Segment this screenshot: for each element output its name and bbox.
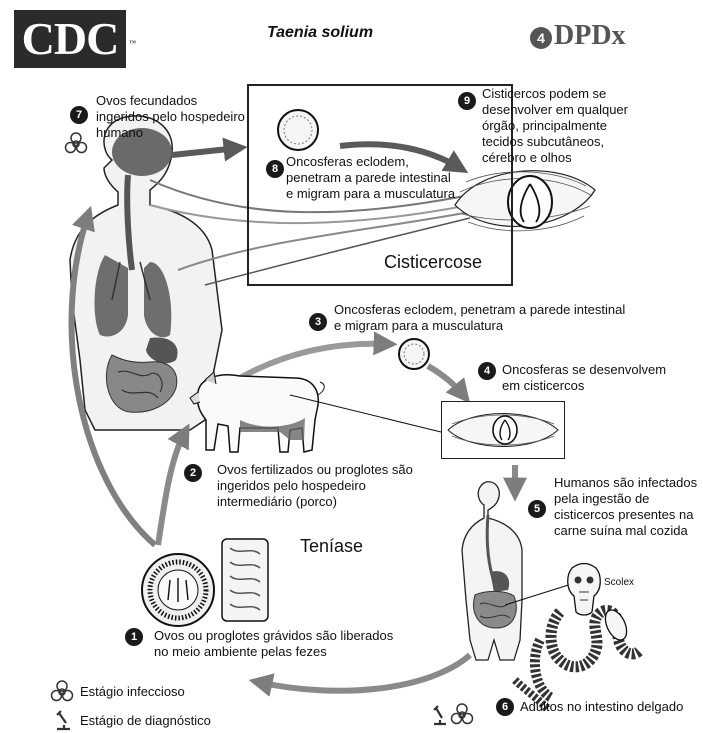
- step-4-badge: 4: [478, 362, 496, 380]
- step-7-badge: 7: [70, 106, 88, 124]
- pig-figure: [190, 372, 441, 452]
- step-5-label: Humanos são infectados pela ingestão de …: [554, 475, 700, 539]
- microscope-icon-step6: [434, 706, 446, 724]
- cysticercus-muscle-small: [442, 402, 564, 458]
- arrow-step7-to-box: [172, 148, 238, 155]
- step-9-label: Cisticercos podem se desenvolver em qual…: [482, 86, 642, 166]
- legend-microscope-icon: [57, 711, 70, 729]
- human-figure-upper: [70, 116, 222, 430]
- step-4-label: Oncosferas se desenvolvem em cisticercos: [502, 362, 682, 394]
- step-8-badge: 8: [266, 160, 284, 178]
- teniasis-title: Teníase: [300, 536, 363, 557]
- egg-figure: [142, 554, 214, 626]
- legend-biohazard-icon: [52, 681, 73, 701]
- biohazard-icon-step6: [452, 704, 473, 724]
- legend-infectious-label: Estágio infeccioso: [80, 684, 185, 699]
- step-2-badge: 2: [184, 464, 202, 482]
- cysticercosis-title: Cisticercose: [384, 252, 482, 273]
- biohazard-icon-step7: [66, 133, 87, 153]
- oncosphere-egg-step3: [399, 339, 429, 369]
- step-7-label: Ovos fecundados ingeridos pelo hospedeir…: [96, 93, 246, 141]
- proglottid-figure: [222, 539, 268, 621]
- step-6-label: Adultos no intestino delgado: [520, 699, 700, 715]
- step-8-label: Oncosferas eclodem, penetram a parede in…: [286, 154, 458, 202]
- cysticercus-small-box: [441, 401, 565, 459]
- step-3-badge: 3: [309, 313, 327, 331]
- step-9-badge: 9: [458, 92, 476, 110]
- step-2-label: Ovos fertilizados ou proglotes são inger…: [217, 462, 417, 510]
- scolex-label: Scolex: [604, 577, 634, 588]
- scolex-figure: [568, 564, 601, 616]
- step-1-label: Ovos ou proglotes grávidos são liberados…: [154, 628, 404, 660]
- step-6-badge: 6: [496, 698, 514, 716]
- step-5-badge: 5: [528, 500, 546, 518]
- legend-diagnostic-label: Estágio de diagnóstico: [80, 713, 211, 728]
- step-1-badge: 1: [125, 628, 143, 646]
- step-3-label: Oncosferas eclodem, penetram a parede in…: [334, 302, 634, 334]
- adult-worm-figure: [515, 607, 640, 710]
